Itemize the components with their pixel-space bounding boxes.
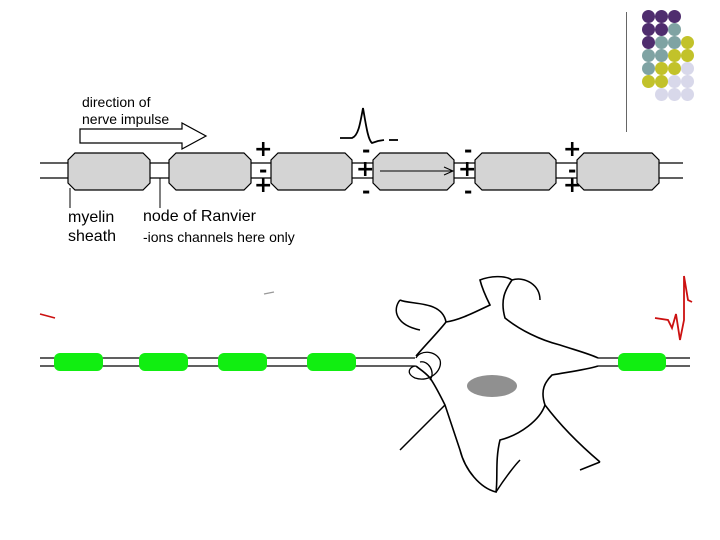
charge-plus-top: + — [254, 137, 273, 162]
dendrite — [399, 404, 446, 451]
grey-small-mark — [263, 291, 275, 295]
myelin-segments — [67, 152, 660, 191]
green-segment — [218, 353, 267, 371]
dendrite — [395, 299, 421, 331]
myelin-segment — [270, 152, 353, 191]
nucleus — [467, 375, 517, 397]
ion-channels-label: -ions channels here only — [143, 229, 295, 245]
myelin-segment — [576, 152, 660, 191]
direction-arrow — [79, 121, 208, 151]
myelin-label-line-2: sheath — [68, 228, 117, 245]
charge-plus-mid: + — [458, 157, 477, 182]
charge-plus-mid: + — [356, 157, 375, 182]
charge-plus-top: + — [563, 137, 582, 162]
charge-minus-top: - — [568, 158, 577, 182]
myelin-segment — [67, 152, 151, 191]
myelin-label-line-1: myelin — [68, 209, 115, 226]
direction-label-line-2: nerve impulse — [82, 111, 170, 127]
green-segment — [618, 353, 666, 371]
local-current-arrowhead — [443, 166, 455, 176]
charge-minus-top: - — [464, 138, 473, 162]
node-of-ranvier-label: node of Ranvier — [143, 208, 256, 225]
direction-label-line-1: direction of — [82, 94, 151, 110]
charge-minus-bottom: - — [464, 179, 473, 203]
action-potential-spike — [340, 107, 385, 145]
charge-plus-bottom: + — [254, 173, 273, 198]
charge-minus-top: - — [259, 158, 268, 182]
neuron-cell-body — [399, 275, 601, 493]
myelin-segment — [168, 152, 252, 191]
green-segment — [54, 353, 103, 371]
dendrite — [495, 459, 521, 493]
green-myelin-segments — [54, 353, 666, 371]
red-spike-trace-right — [654, 275, 693, 341]
dendrite — [511, 278, 541, 301]
green-segment — [307, 353, 356, 371]
dot-grid-divider — [626, 12, 627, 132]
dendrite — [579, 461, 601, 471]
green-segment — [139, 353, 188, 371]
myelin-segment — [474, 152, 557, 191]
charge-minus-bottom: - — [362, 179, 371, 203]
charge-plus-bottom: + — [563, 173, 582, 198]
red-baseline-trace-left — [39, 313, 56, 319]
charge-minus-top: - — [362, 138, 371, 162]
decorative-dot-grid — [600, 0, 720, 135]
axon-hillock-loops — [408, 351, 442, 381]
lower-axon — [40, 357, 690, 367]
